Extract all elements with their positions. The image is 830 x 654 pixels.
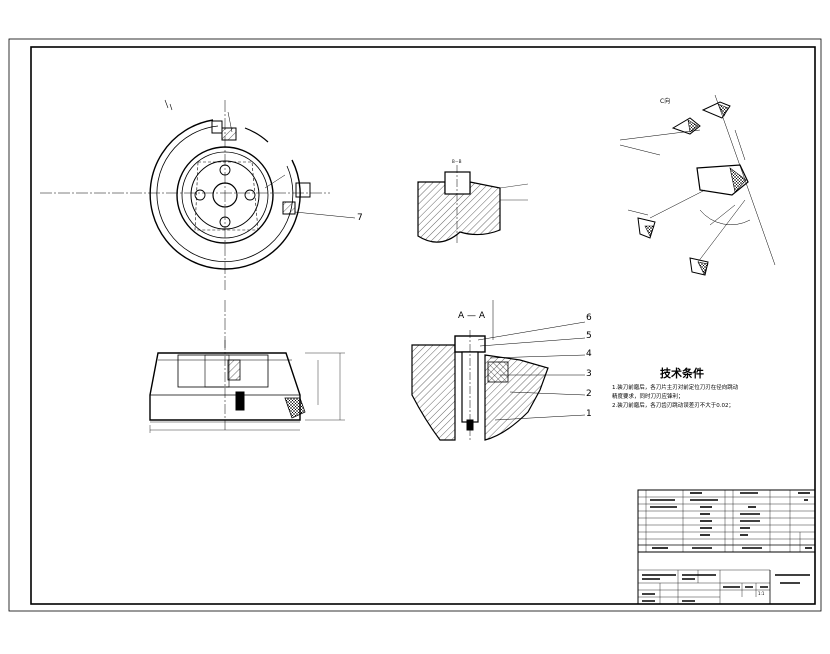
- section-bb: [417, 165, 529, 245]
- tech-req-line-3: 2.装刀前磨后，各刀齿刃跳动误差刃不大于0.02；: [612, 401, 734, 409]
- callout-2: 2: [586, 389, 592, 399]
- tech-req-line-2: 精度要求，同时刀刃应锋利；: [612, 392, 684, 400]
- callout-6: 6: [586, 313, 592, 323]
- title-block: [637, 551, 816, 605]
- callout-5: 5: [586, 331, 592, 341]
- technical-requirements: 技术条件 1.装刀前磨后，各刀片主刃对前定位刀刃在径向跳动 精度要求，同时刀刃应…: [612, 366, 739, 409]
- section-aa-label: A — A: [458, 311, 486, 321]
- tech-req-line-1: 1.装刀前磨后，各刀片主刃对前定位刀刃在径向跳动: [612, 383, 739, 391]
- top-view: [40, 99, 356, 350]
- callout-4: 4: [586, 349, 592, 359]
- title-block-scale: 1:1: [758, 591, 765, 596]
- callout-3: 3: [586, 369, 592, 379]
- section-bb-label: B－B: [452, 159, 462, 164]
- view-c: [619, 94, 776, 276]
- section-aa: [411, 300, 586, 441]
- side-view: [149, 340, 345, 433]
- callout-7-top: 7: [357, 213, 363, 223]
- tech-req-title: 技术条件: [660, 366, 704, 380]
- parts-list: [637, 489, 816, 553]
- view-c-label: C向: [660, 97, 670, 105]
- inner-frame: [30, 46, 816, 605]
- callout-1: 1: [586, 409, 592, 419]
- outer-border: [8, 38, 822, 612]
